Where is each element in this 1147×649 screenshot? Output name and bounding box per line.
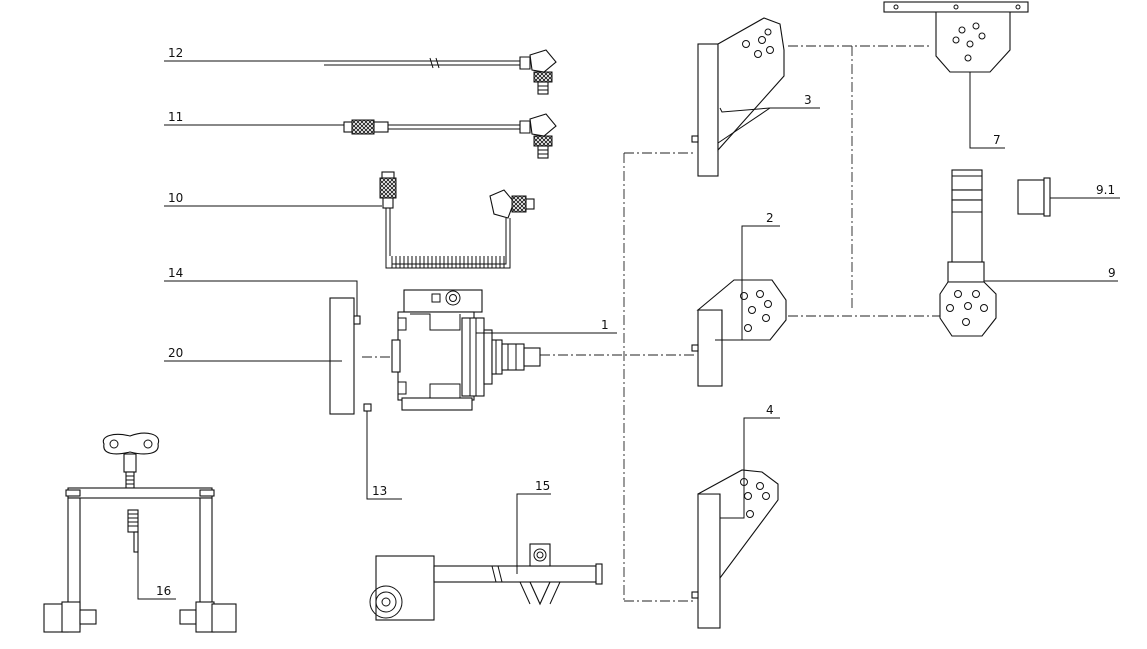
part-16-clamp — [43, 432, 237, 633]
label-13: 13 — [372, 484, 387, 498]
part-labels: 12 11 10 14 20 13 1 3 2 4 7 9 9.1 15 16 — [156, 46, 1116, 598]
part-12-cable — [324, 49, 557, 95]
label-20: 20 — [168, 346, 183, 360]
label-11: 11 — [168, 110, 183, 124]
label-9-1: 9.1 — [1096, 183, 1115, 197]
label-7: 7 — [993, 133, 1001, 147]
label-10: 10 — [168, 191, 183, 205]
label-9: 9 — [1108, 266, 1116, 280]
label-14: 14 — [168, 266, 183, 280]
part-7-bracket — [883, 1, 1029, 73]
part-15-arm — [369, 543, 603, 621]
label-15: 15 — [535, 479, 550, 493]
part-11-cable — [343, 113, 557, 159]
leader-lines — [137, 60, 1120, 600]
label-3: 3 — [804, 93, 812, 107]
assembly-centerlines — [362, 45, 940, 602]
part-1-main-unit — [391, 289, 541, 411]
label-1: 1 — [601, 318, 609, 332]
part-9-mast — [939, 169, 997, 337]
part-10-coiled-cable — [379, 171, 535, 269]
part-9-1-cap — [1017, 177, 1051, 217]
part-4-bracket — [691, 469, 779, 629]
label-12: 12 — [168, 46, 183, 60]
part-3-bracket — [691, 17, 785, 177]
label-2: 2 — [766, 211, 774, 225]
label-16: 16 — [156, 584, 171, 598]
part-2-bracket — [691, 279, 787, 387]
label-4: 4 — [766, 403, 774, 417]
part-20-plate — [329, 297, 372, 415]
